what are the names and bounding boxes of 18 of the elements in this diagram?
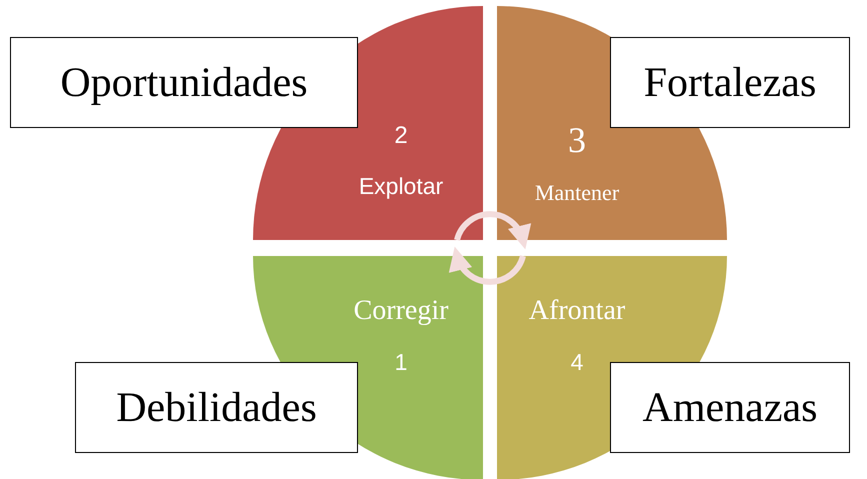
label-box xyxy=(75,362,358,453)
quadrant-label: Corregir xyxy=(354,297,448,325)
quadrant-label: Afrontar xyxy=(528,297,626,325)
category-label: Amenazas xyxy=(642,384,818,432)
category-label: Oportunidades xyxy=(60,58,308,106)
label-box xyxy=(610,362,850,453)
quadrant-label: Explotar xyxy=(358,175,444,198)
cycle-arrow xyxy=(450,246,526,285)
quadrant-label: Mantener xyxy=(534,182,620,204)
category-label: Fortalezas xyxy=(644,58,816,106)
quadrant-label: 1 xyxy=(394,351,408,374)
quadrant-label: 3 xyxy=(568,122,586,158)
category-label: Debilidades xyxy=(116,384,317,432)
label-box xyxy=(10,37,358,128)
cycle-arrow xyxy=(454,211,530,250)
quadrant-label: 2 xyxy=(394,124,408,148)
quadrant-label: 4 xyxy=(570,351,584,374)
label-box xyxy=(610,37,850,128)
